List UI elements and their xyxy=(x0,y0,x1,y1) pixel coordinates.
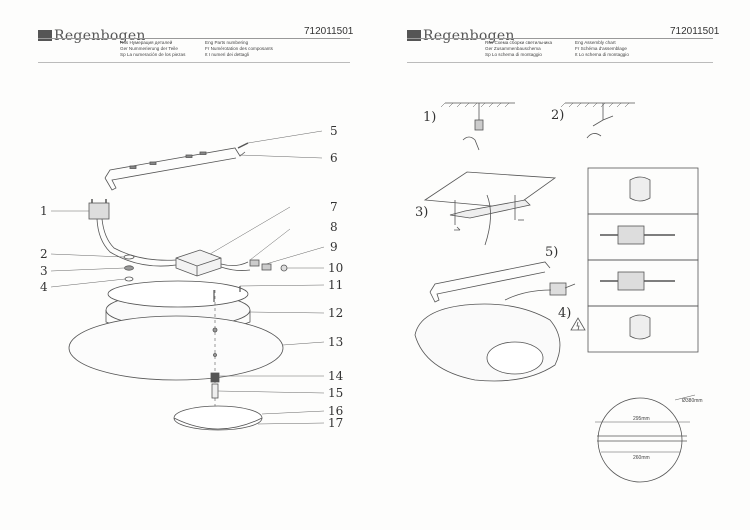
callout-9: 9 xyxy=(330,240,338,254)
legend-rule xyxy=(407,62,713,63)
legend-left-col: Rus Нумерация деталей Ger Nummerierung d… xyxy=(120,40,186,58)
left-page: Regenbogen 712011501 Rus Нумерация детал… xyxy=(38,0,376,530)
callout-11: 11 xyxy=(328,278,344,292)
dimension-260: 260mm xyxy=(633,455,650,461)
callout-2: 2 xyxy=(40,247,48,261)
callout-13: 13 xyxy=(328,335,344,349)
callout-1: 1 xyxy=(40,204,48,218)
header-rule xyxy=(38,38,350,39)
step-2-label: 2) xyxy=(551,108,565,123)
step-1-label: 1) xyxy=(423,110,437,125)
step-3-label: 3) xyxy=(415,205,429,220)
callout-7: 7 xyxy=(330,200,338,214)
legend-left-col: Rus Схема сборки светильника Ger Zusamme… xyxy=(485,40,553,58)
step-4-label: 4) xyxy=(558,306,572,321)
dimension-295: 295mm xyxy=(633,416,650,422)
callout-17: 17 xyxy=(328,416,344,430)
legend-rule xyxy=(38,62,350,63)
brand-logo: Regenbogen xyxy=(38,28,146,44)
callout-15: 15 xyxy=(328,386,344,400)
callout-5: 5 xyxy=(330,124,338,138)
callout-14: 14 xyxy=(328,369,344,383)
product-code: 712011501 xyxy=(304,26,354,37)
callout-6: 6 xyxy=(330,151,338,165)
callout-3: 3 xyxy=(40,264,48,278)
callout-4: 4 xyxy=(40,280,48,294)
header-rule xyxy=(407,38,713,39)
product-code: 712011501 xyxy=(670,26,720,37)
logo-mark-icon xyxy=(407,30,421,41)
callout-8: 8 xyxy=(330,220,338,234)
exploded-parts-drawing xyxy=(50,130,325,431)
callout-16: 16 xyxy=(328,404,344,418)
right-page: Regenbogen 712011501 Rus Схема сборки св… xyxy=(375,0,750,530)
callout-12: 12 xyxy=(328,306,344,320)
callout-10: 10 xyxy=(328,261,344,275)
logo-mark-icon xyxy=(38,30,52,41)
legend-right-col: Eng Parts numbering Fr Numérotation des … xyxy=(205,40,273,58)
dimension-diameter: Ø380mm xyxy=(682,398,703,404)
assembly-steps-drawing: Ø380mm 295mm 260mm xyxy=(414,102,703,483)
brand-logo: Regenbogen xyxy=(407,28,515,44)
legend-right-col: Eng Assembly chart Fr Schéma d'assemblag… xyxy=(575,40,629,58)
step-5-label: 5) xyxy=(545,245,559,260)
